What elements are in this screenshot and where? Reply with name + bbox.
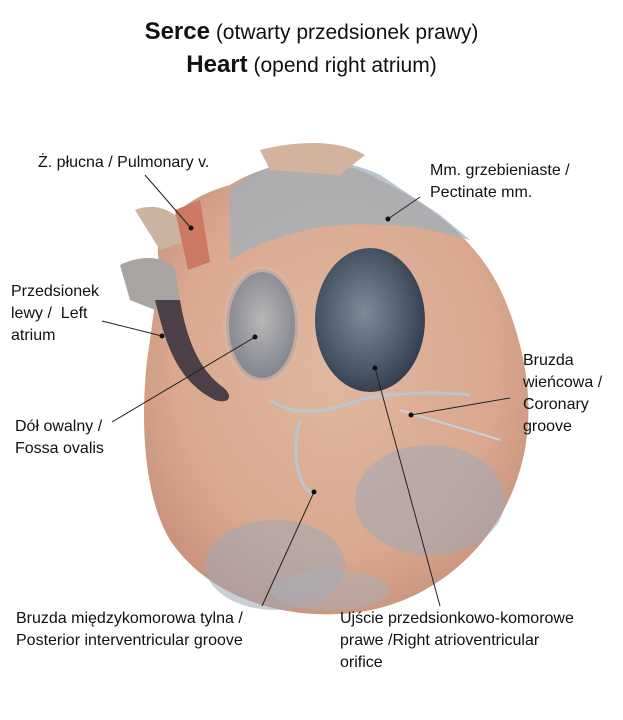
leader-dots (159, 216, 414, 495)
label-pectinate-muscles: Mm. grzebieniaste /Pectinate mm. (430, 162, 570, 201)
heart-body (120, 143, 529, 615)
label-pulmonary-vein: Ż. płucna / Pulmonary v. (38, 154, 210, 171)
label-fossa-ovalis: Dół owalny /Fossa ovalis (15, 418, 104, 457)
title-polish: Serce (otwarty przedsionek prawy) (144, 18, 479, 45)
title-english: Heart (opend right atrium) (186, 51, 437, 78)
leader-lines (101, 174, 511, 607)
pulmonary-vein-shape (175, 200, 210, 270)
label-posterior-interventricular-groove: Bruzda międzykomorowa tylna /Posterior i… (16, 610, 243, 649)
